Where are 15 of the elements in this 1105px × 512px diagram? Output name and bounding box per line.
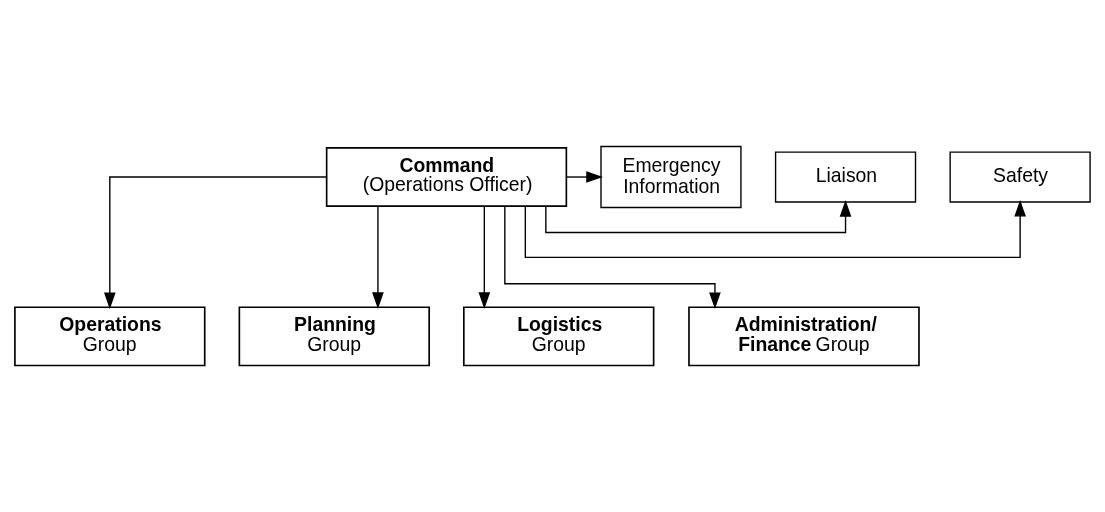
node-box: Command (Operations Officer) xyxy=(325,147,568,207)
arrow xyxy=(372,205,384,309)
arrow xyxy=(565,171,603,183)
node-box: Administration/ Finance Group xyxy=(688,306,920,367)
node-box: Safety xyxy=(949,151,1091,203)
node-box: Liaison xyxy=(774,151,917,203)
node-box: Emergency Information xyxy=(600,145,742,209)
node-box: Logistics Group xyxy=(463,306,655,367)
node-box: Planning Group xyxy=(238,306,430,367)
arrow xyxy=(104,176,328,310)
arrow xyxy=(545,200,852,234)
arrow xyxy=(478,205,491,309)
arrow xyxy=(504,205,721,310)
node-box: Operations Group xyxy=(14,306,206,367)
arrow xyxy=(524,199,1026,259)
